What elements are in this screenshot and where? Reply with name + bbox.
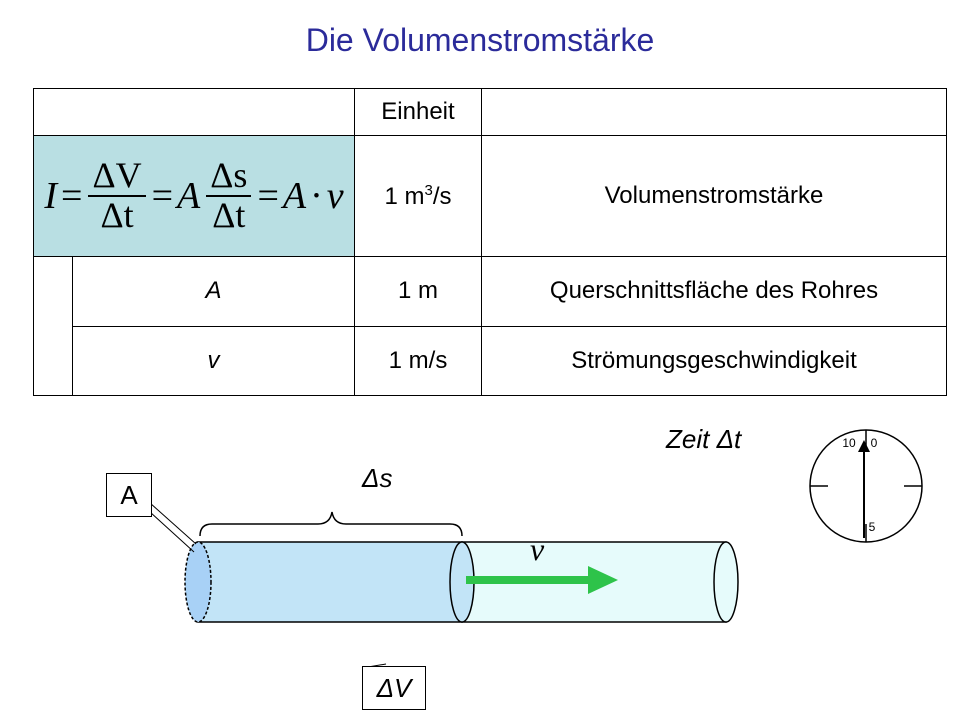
header-name-cell — [481, 88, 947, 136]
fraction-ds-dt: Δs Δt — [206, 156, 252, 235]
quantity-table: Einheit I = ΔV Δt = A Δs Δt = A · v — [33, 88, 947, 396]
pipe-end-ellipse — [713, 541, 739, 623]
name-cell: Volumenstromstärke — [481, 135, 947, 257]
a-leader-line — [149, 502, 197, 545]
area-label-box: A — [106, 473, 152, 517]
formula-cell: I = ΔV Δt = A Δs Δt = A · v — [33, 135, 355, 257]
unit-cell: 1 m/s — [354, 325, 482, 396]
fraction-dv-dt: ΔV Δt — [88, 156, 146, 235]
table-header-row: Einheit — [33, 88, 947, 136]
volume-segment — [197, 541, 463, 623]
velocity-arrow-head — [588, 566, 618, 594]
symbol-cell: v — [72, 325, 355, 396]
table-row: I = ΔV Δt = A Δs Δt = A · v 1 m3/s Volum… — [33, 135, 947, 257]
table-row: v 1 m/s Strömungsgeschwindigkeit — [34, 325, 947, 396]
cross-section-ellipse — [184, 541, 212, 623]
clock-label-10: 10 — [842, 436, 856, 450]
table-row: A 1 m Querschnittsfläche des Rohres — [33, 256, 947, 396]
clock-label-5: 5 — [869, 520, 876, 534]
header-symbol-cell — [33, 88, 355, 136]
delta-v-label-box: ΔV — [362, 666, 426, 710]
a-leader-line — [149, 511, 195, 553]
header-unit-cell: Einheit — [354, 88, 482, 136]
page-title: Die Volumenstromstärke — [305, 22, 655, 58]
velocity-label: v — [530, 531, 545, 567]
clock-label-0: 0 — [871, 436, 878, 450]
symbol-cell: A — [72, 256, 355, 327]
indent-cell — [33, 256, 73, 396]
unit-cell: 1 m3/s — [354, 135, 482, 257]
clock-hand-tip — [858, 440, 870, 452]
name-cell: Strömungsgeschwindigkeit — [481, 325, 947, 396]
volume-flow-formula: I = ΔV Δt = A Δs Δt = A · v — [44, 155, 344, 235]
delta-s-brace — [199, 511, 463, 537]
delta-s-label: Δs — [362, 463, 393, 493]
time-label: Zeit Δt — [666, 424, 742, 454]
unit-cell: 1 m — [354, 256, 482, 327]
